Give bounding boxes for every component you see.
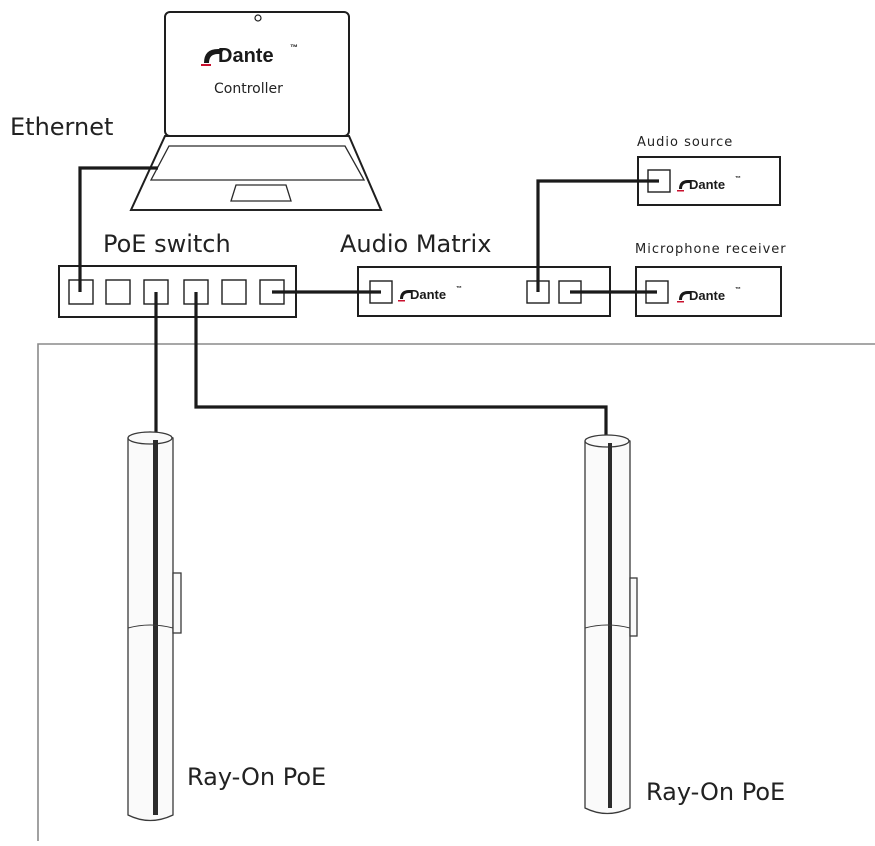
laptop-camera bbox=[254, 14, 262, 22]
laptop-screen bbox=[164, 11, 350, 137]
dante-logo-accent bbox=[677, 190, 684, 192]
dante-logo-accent bbox=[201, 64, 211, 66]
speaker-left-bracket bbox=[172, 572, 182, 634]
cable-ethernet-laptop bbox=[78, 166, 158, 292]
audio-matrix-label: Audio Matrix bbox=[340, 230, 491, 258]
audio-source-dante-tm: ™ bbox=[735, 175, 741, 182]
microphone-receiver-dante-tm: ™ bbox=[735, 286, 741, 293]
cable-switch-speaker-right bbox=[194, 292, 608, 437]
poe-switch bbox=[58, 265, 297, 318]
ethernet-label: Ethernet bbox=[10, 113, 113, 141]
dante-logo-accent bbox=[398, 300, 405, 302]
speaker-right bbox=[584, 434, 638, 815]
poe-switch-label: PoE switch bbox=[103, 230, 231, 258]
microphone-receiver-dante-word: Dante bbox=[689, 288, 725, 303]
laptop-dante-word: Dante bbox=[218, 45, 274, 67]
laptop-controller-label: Controller bbox=[214, 81, 283, 97]
microphone-receiver: Dante ™ bbox=[635, 266, 782, 317]
laptop-touchpad bbox=[230, 184, 292, 202]
room-outline bbox=[37, 343, 875, 841]
audio-matrix-dante-tm: ™ bbox=[456, 285, 462, 292]
laptop-dante-logo: Dante ™ bbox=[201, 43, 298, 67]
speaker-right-body bbox=[584, 434, 631, 815]
audio-source-label: Audio source bbox=[637, 135, 733, 150]
speaker-right-cap bbox=[584, 434, 630, 448]
audio-source: Dante ™ bbox=[637, 156, 781, 206]
dante-logo-mark bbox=[679, 180, 692, 189]
speaker-left-seam bbox=[153, 440, 158, 815]
dante-logo-mark bbox=[679, 291, 692, 300]
speaker-right-bracket bbox=[629, 577, 638, 637]
audio-source-body bbox=[637, 156, 781, 206]
laptop-dante-tm: ™ bbox=[290, 43, 298, 52]
poe-switch-body bbox=[58, 265, 297, 318]
cable-matrix-audio-source bbox=[536, 179, 659, 292]
audio-matrix-dante-logo: Dante ™ bbox=[398, 285, 462, 302]
microphone-receiver-dante-logo: Dante ™ bbox=[677, 286, 741, 303]
cables bbox=[78, 166, 659, 437]
dante-logo-mark bbox=[204, 49, 224, 63]
dante-logo-mark bbox=[400, 290, 413, 299]
laptop: Dante ™ Controller bbox=[129, 11, 383, 211]
audio-matrix-dante-word: Dante bbox=[410, 287, 446, 302]
dante-logo-accent bbox=[677, 301, 684, 303]
audio-source-dante-word: Dante bbox=[689, 177, 725, 192]
speaker-right-joint bbox=[584, 624, 631, 629]
speaker-left-label: Ray-On PoE bbox=[187, 763, 326, 791]
audio-source-dante-logo: Dante ™ bbox=[677, 175, 741, 192]
speaker-left bbox=[127, 431, 182, 822]
microphone-receiver-label: Microphone receiver bbox=[635, 242, 787, 257]
poe-switch-port-2 bbox=[105, 279, 131, 305]
speaker-left-joint bbox=[127, 624, 174, 629]
speaker-left-cap bbox=[127, 431, 173, 445]
speaker-right-label: Ray-On PoE bbox=[646, 778, 785, 806]
poe-switch-port-5 bbox=[221, 279, 247, 305]
